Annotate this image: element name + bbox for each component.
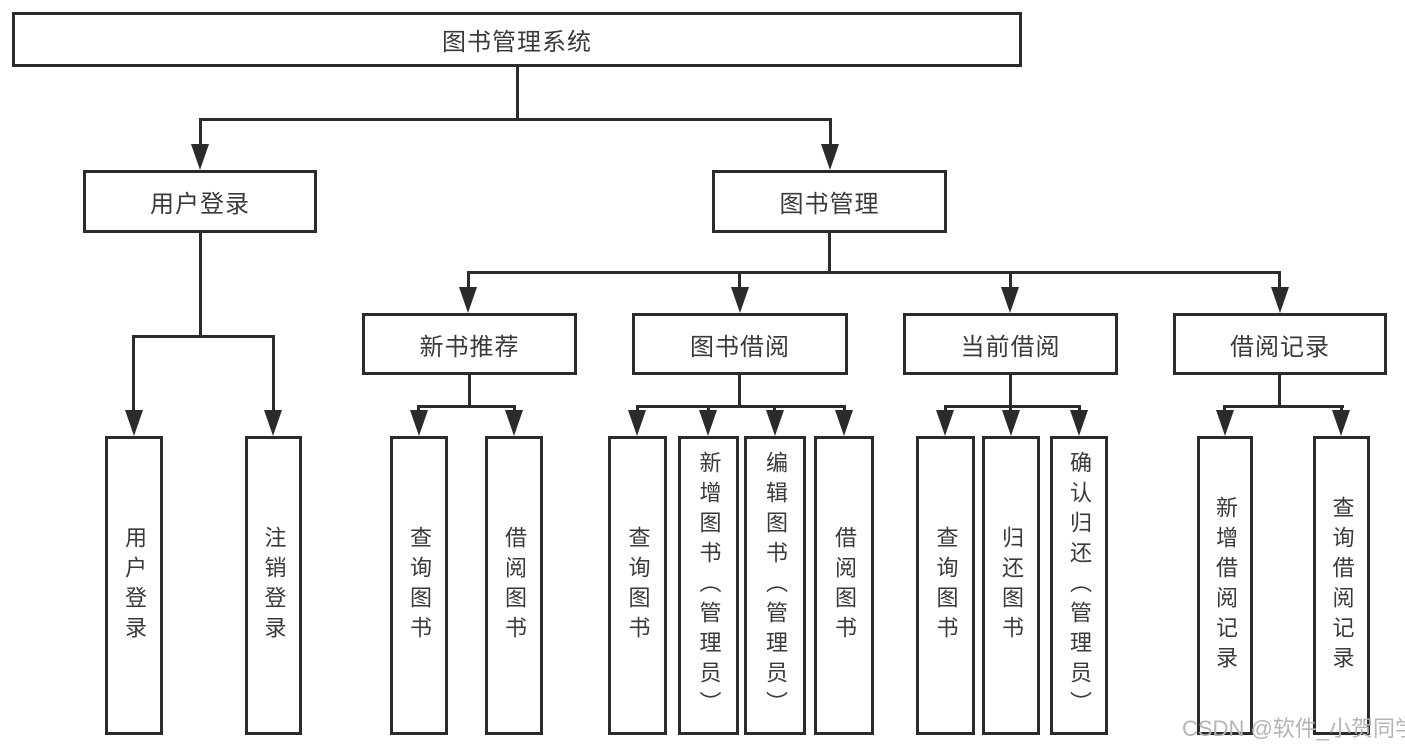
leaf-user-login: 用户登录	[105, 436, 163, 735]
leaf-records-add-record: 新增借阅记录	[1197, 436, 1253, 735]
connector-current-drop	[1009, 375, 1012, 405]
connector-shaft-leaf-borrow-3	[843, 405, 846, 412]
node-book-borrow-label: 图书借阅	[690, 333, 790, 361]
watermark: CSDN @软件_小贺同学	[1182, 716, 1405, 741]
node-book-management: 图书管理	[712, 170, 947, 233]
connector-arrowhead-current	[1001, 287, 1019, 313]
leaf-borrow-edit-books-admin: 编辑图书（管理员）	[744, 436, 806, 735]
node-borrow-records: 借阅记录	[1173, 313, 1387, 375]
connector-borrow-drop	[738, 375, 741, 405]
connector-shaft-leaf-recommend-1	[513, 405, 516, 412]
connector-shaft-leaf-records-1	[1340, 405, 1343, 412]
connector-arrowhead-leaf-login-1	[264, 410, 282, 436]
leaf-current-query-books: 查询图书	[916, 436, 975, 735]
connector-shaft-leaf-login-1	[272, 335, 275, 412]
connector-root-branch	[199, 118, 832, 121]
connector-shaft-user-login	[199, 118, 202, 146]
node-borrow-records-label: 借阅记录	[1230, 333, 1330, 361]
connector-arrowhead-leaf-records-1	[1332, 410, 1350, 436]
connector-login-branch	[132, 335, 275, 338]
leaf-current-return-books-label: 归还图书	[999, 525, 1024, 646]
leaf-current-query-books-label: 查询图书	[933, 525, 959, 646]
connector-arrowhead-leaf-login-0	[125, 410, 143, 436]
connector-arrowhead-recommend	[459, 287, 477, 313]
connector-login-drop	[199, 233, 202, 335]
connector-recommend-branch	[417, 405, 516, 408]
connector-arrowhead-leaf-borrow-3	[835, 410, 853, 436]
leaf-borrow-query-books: 查询图书	[608, 436, 667, 735]
connector-arrowhead-user-login	[191, 144, 209, 170]
connector-shaft-book-mgmt	[829, 118, 832, 146]
leaf-current-confirm-return-admin-label: 确认归还（管理员）	[1067, 450, 1092, 721]
connector-arrowhead-borrow	[731, 287, 749, 313]
connector-arrowhead-leaf-borrow-2	[766, 410, 784, 436]
node-new-book-recommend-label: 新书推荐	[419, 333, 520, 361]
connector-book-mgmt-branch	[467, 271, 1281, 274]
leaf-records-query-record: 查询借阅记录	[1313, 436, 1370, 735]
connector-shaft-leaf-records-0	[1223, 405, 1226, 412]
leaf-recommend-query-books: 查询图书	[390, 436, 448, 735]
connector-arrowhead-book-mgmt	[821, 144, 839, 170]
connector-root-drop	[516, 67, 519, 118]
connector-arrowhead-leaf-borrow-1	[699, 410, 717, 436]
node-book-management-label: 图书管理	[779, 191, 880, 218]
node-root-label: 图书管理系统	[442, 29, 592, 56]
connector-shaft-recommend	[467, 271, 470, 289]
connector-shaft-leaf-login-0	[132, 335, 135, 412]
leaf-recommend-borrow-books-label: 借阅图书	[502, 525, 527, 646]
connector-shaft-borrow	[738, 271, 741, 289]
leaf-recommend-borrow-books: 借阅图书	[485, 436, 543, 735]
connector-arrowhead-leaf-current-0	[936, 410, 954, 436]
node-current-borrow: 当前借阅	[903, 313, 1118, 375]
connector-shaft-current	[1009, 271, 1012, 289]
node-root: 图书管理系统	[12, 12, 1022, 67]
leaf-logout-label: 注销登录	[261, 525, 287, 646]
connector-arrowhead-records	[1271, 287, 1289, 313]
connector-current-branch	[944, 405, 1081, 408]
connector-shaft-records	[1278, 271, 1281, 289]
leaf-borrow-borrow-books-label: 借阅图书	[832, 525, 857, 646]
node-book-borrow: 图书借阅	[632, 313, 848, 375]
connector-arrowhead-leaf-records-0	[1216, 410, 1234, 436]
leaf-borrow-add-books-admin: 新增图书（管理员）	[678, 436, 739, 735]
leaf-current-return-books: 归还图书	[982, 436, 1040, 735]
leaf-borrow-borrow-books: 借阅图书	[814, 436, 874, 735]
leaf-user-login-label: 用户登录	[122, 525, 147, 646]
leaf-records-add-record-label: 新增借阅记录	[1213, 495, 1238, 676]
connector-recommend-drop	[468, 375, 471, 405]
node-new-book-recommend: 新书推荐	[362, 313, 577, 375]
connector-borrow-branch	[636, 405, 846, 408]
leaf-borrow-edit-books-admin-label: 编辑图书（管理员）	[763, 450, 788, 721]
connector-arrowhead-leaf-current-2	[1070, 410, 1088, 436]
connector-arrowhead-leaf-borrow-0	[628, 410, 646, 436]
node-user-login: 用户登录	[83, 170, 317, 233]
node-current-borrow-label: 当前借阅	[960, 333, 1061, 361]
leaf-borrow-add-books-admin-label: 新增图书（管理员）	[696, 450, 722, 721]
connector-arrowhead-leaf-recommend-0	[410, 410, 428, 436]
connector-shaft-leaf-current-0	[944, 405, 947, 412]
connector-shaft-leaf-borrow-1	[707, 405, 710, 412]
connector-shaft-leaf-borrow-2	[773, 405, 776, 412]
node-user-login-label: 用户登录	[150, 191, 250, 218]
connector-shaft-leaf-current-1	[1009, 405, 1012, 412]
connector-records-branch	[1223, 405, 1344, 408]
connector-shaft-leaf-recommend-0	[417, 405, 420, 412]
leaf-borrow-query-books-label: 查询图书	[625, 525, 651, 646]
connector-arrowhead-leaf-current-1	[1002, 410, 1020, 436]
leaf-recommend-query-books-label: 查询图书	[407, 525, 432, 646]
leaf-records-query-record-label: 查询借阅记录	[1329, 495, 1355, 676]
leaf-current-confirm-return-admin: 确认归还（管理员）	[1050, 436, 1108, 735]
connector-shaft-leaf-borrow-0	[636, 405, 639, 412]
connector-arrowhead-leaf-recommend-1	[505, 410, 523, 436]
connector-records-drop	[1278, 375, 1281, 405]
leaf-logout: 注销登录	[245, 436, 302, 735]
connector-shaft-leaf-current-2	[1078, 405, 1081, 412]
connector-book-mgmt-drop	[828, 233, 831, 271]
